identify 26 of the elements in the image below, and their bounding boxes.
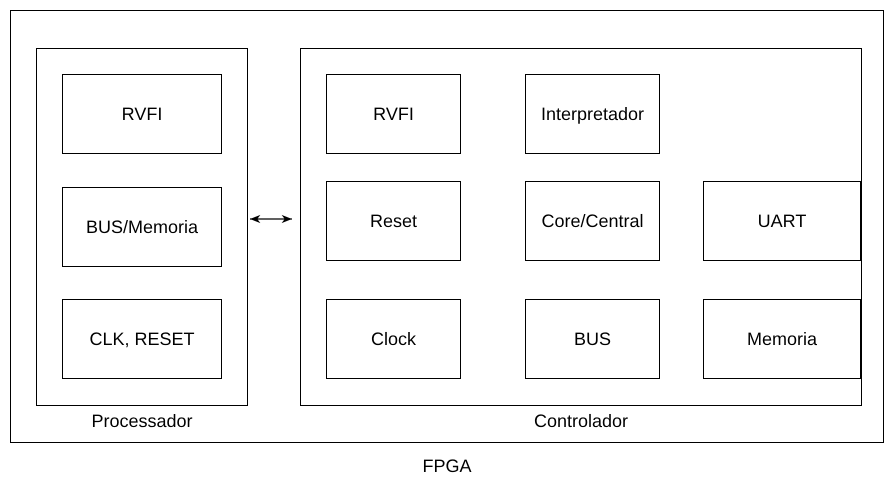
component-label: RVFI [373,104,414,124]
group-label: Processador [91,411,193,432]
component-label: BUS/Memoria [86,216,198,238]
component-box [703,299,861,379]
component-box [326,74,461,154]
component-label: Core/Central [541,210,644,232]
component-label: Clock [370,328,416,350]
component-label: Memoria [746,328,817,350]
group-label: Controlador [534,411,628,432]
component-box [703,181,861,261]
component-box [62,74,222,154]
component-box [525,74,660,154]
component-label: Reset [370,210,418,232]
arrow [250,214,292,224]
component-box [326,181,461,261]
component-label: RVFI [122,104,162,124]
component-box [326,299,461,379]
component-label: UART [758,210,806,232]
group-label: FPGA [422,456,472,477]
component-box [62,187,222,267]
component-label: CLK, RESET [89,328,195,350]
component-label: BUS [574,328,611,350]
component-box [525,181,660,261]
component-box [525,299,660,379]
component-box [62,299,222,379]
component-label: Interpretador [540,104,644,124]
